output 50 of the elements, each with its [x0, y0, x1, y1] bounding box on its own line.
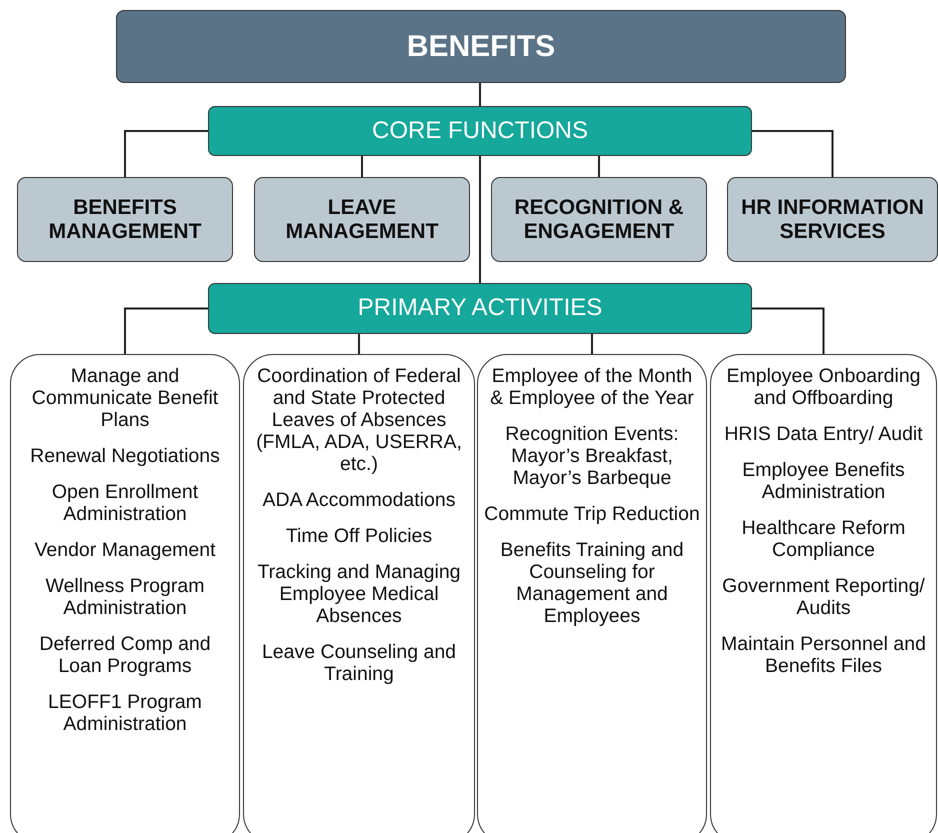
activity-text: Government Reporting/ Audits [721, 575, 926, 620]
activity-column [477, 354, 707, 833]
heading-text: LEAVE MANAGEMENT [284, 196, 440, 243]
function-box [727, 177, 938, 262]
heading-text: BENEFITS MANAGEMENT [48, 196, 202, 243]
connector-line [752, 130, 834, 177]
activity-text: Leave Counseling and Training [260, 641, 458, 686]
connector-line [124, 130, 208, 177]
heading-text: BENEFITS [406, 30, 556, 63]
activity-text: Coordination of Federal and State Protected Leaves of Absences (FMLA, ADA, USERRA, etc.) [255, 365, 463, 476]
activity-text: Vendor Management [34, 539, 216, 562]
activity-text: Employee Benefits Administration [741, 459, 906, 504]
activity-text: Time Off Policies [286, 525, 432, 548]
connector-line [591, 334, 593, 354]
section-bar [208, 106, 752, 156]
activity-text: LEOFF1 Program Administration [47, 691, 203, 736]
connector-line [752, 308, 824, 354]
activity-text: Deferred Comp and Loan Programs [38, 633, 212, 678]
activity-text: Open Enrollment Administration [50, 481, 200, 526]
section-bar [208, 283, 752, 334]
activity-text: Maintain Personnel and Benefits Files [720, 633, 927, 678]
connector-line [124, 308, 208, 354]
activity-text: Commute Trip Reduction [484, 503, 700, 526]
activity-column [710, 354, 937, 833]
heading-text: CORE FUNCTIONS [372, 118, 588, 144]
heading-text: PRIMARY ACTIVITIES [358, 295, 602, 322]
activity-text: HRIS Data Entry/ Audit [724, 423, 923, 446]
function-box [17, 177, 233, 262]
activity-text: Recognition Events: Mayor’s Breakfast, Mayor’s Barbeque [504, 423, 680, 490]
activity-text: Manage and Communicate Benefit Plans [30, 365, 220, 432]
heading-text: HR INFORMATION SERVICES [740, 196, 925, 243]
connector-line [358, 334, 360, 354]
activity-column [243, 354, 475, 833]
activity-text: ADA Accommodations [262, 489, 456, 512]
activity-text: Benefits Training and Counseling for Management and Employees [499, 539, 685, 628]
connector-line [361, 156, 363, 177]
title-banner [116, 10, 846, 83]
function-box [491, 177, 707, 262]
function-box [254, 177, 470, 262]
activity-text: Renewal Negotiations [30, 445, 220, 468]
connector-line [598, 156, 600, 177]
activity-text: Wellness Program Administration [44, 575, 206, 620]
activity-text: Tracking and Managing Employee Medical Absences [256, 561, 462, 628]
heading-text: RECOGNITION & ENGAGEMENT [513, 196, 685, 243]
connector-line [479, 156, 481, 283]
activity-text: Employee Onboarding and Offboarding [725, 365, 922, 410]
activity-column [10, 354, 240, 833]
activity-text: Employee of the Month & Employee of the Year [489, 365, 695, 410]
connector-line [479, 83, 481, 106]
activity-text: Healthcare Reform Compliance [740, 517, 906, 562]
